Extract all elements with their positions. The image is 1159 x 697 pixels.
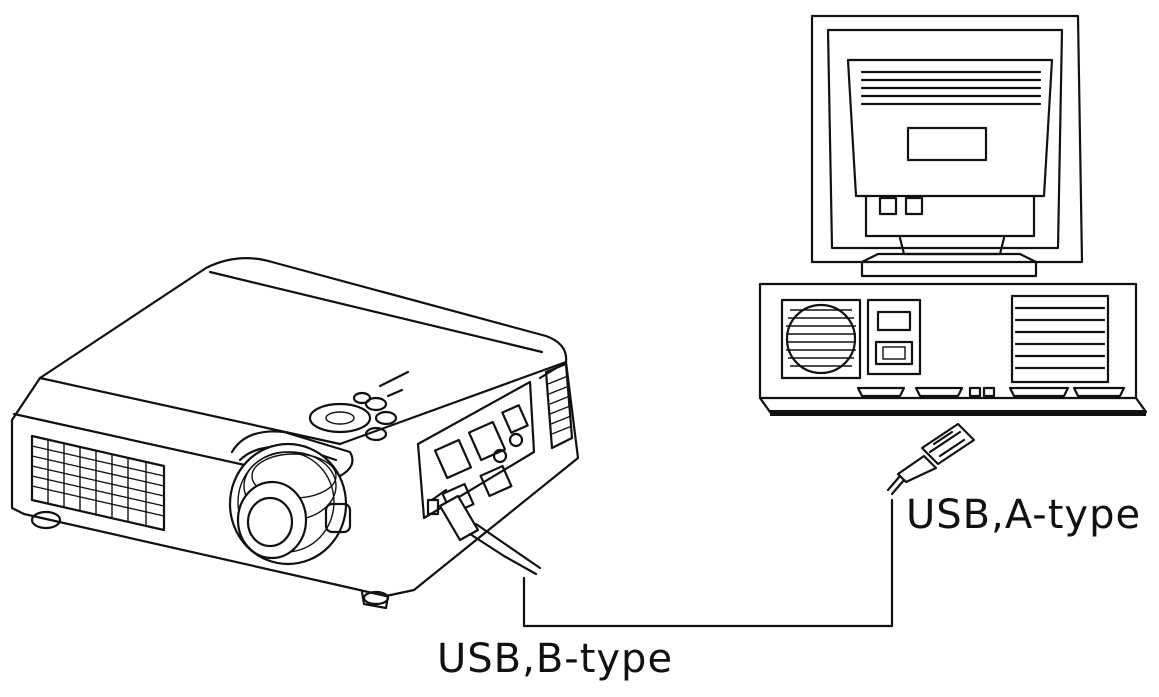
usb-b-connector [430,488,542,576]
pc-port-row [856,386,1126,398]
monitor-vent-grille [860,70,1042,106]
lens-icon [236,451,337,560]
control-panel [308,370,410,442]
usb-a-connector [886,422,976,496]
usb-b-type-label: USB,B-type [437,636,674,682]
fan-icon [780,298,862,380]
usb-a-type-label: USB,A-type [906,492,1142,538]
projector [10,257,580,610]
expansion-slots [1010,294,1110,384]
usb-cable [522,498,894,628]
input-panel [416,380,536,520]
side-vent [544,362,574,450]
monitor [810,14,1084,278]
projector-feet [30,510,390,610]
pc-case [758,282,1148,416]
front-grille [30,434,166,532]
power-socket-icon [866,298,922,376]
